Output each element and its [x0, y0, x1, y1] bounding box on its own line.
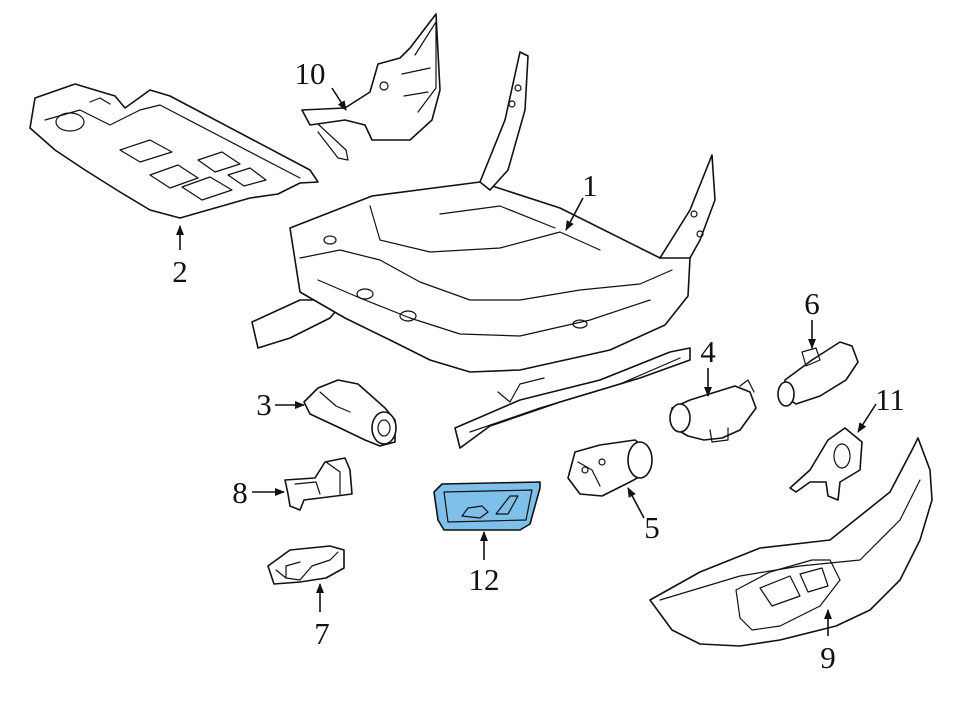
callout-8: 8: [232, 475, 248, 510]
callout-1: 1: [582, 168, 598, 203]
part-9-side-trim[interactable]: [649, 437, 933, 647]
callout-7: 7: [314, 616, 330, 651]
callout-labels: 1 2 3 4 5 6 7 8 9 10 11 12: [172, 56, 905, 675]
callout-4: 4: [700, 334, 716, 369]
callout-9: 9: [820, 640, 836, 675]
leader-11: [857, 403, 877, 433]
callout-2: 2: [172, 254, 188, 289]
leader-10: [331, 87, 347, 111]
callout-6: 6: [804, 286, 820, 321]
callout-10: 10: [295, 56, 326, 91]
leader-5: [627, 487, 645, 519]
part-4-motor[interactable]: [669, 379, 757, 443]
part-11-bracket[interactable]: [789, 427, 863, 501]
part-2-seat-pan[interactable]: [29, 83, 319, 219]
part-12-switch[interactable]: [433, 481, 541, 531]
callout-11: 11: [875, 382, 905, 417]
leader-1: [565, 197, 584, 231]
part-7-clip[interactable]: [267, 545, 345, 585]
part-1-seat-frame[interactable]: [251, 51, 716, 449]
callout-3: 3: [256, 387, 272, 422]
callout-12: 12: [469, 562, 500, 597]
leader-lines: [176, 87, 877, 636]
callout-5: 5: [644, 510, 660, 545]
part-3-motor[interactable]: [303, 379, 397, 447]
part-10-bracket[interactable]: [301, 13, 441, 161]
part-6-motor[interactable]: [777, 341, 859, 407]
part-12-fill: [433, 481, 541, 531]
part-8-bracket[interactable]: [284, 457, 353, 511]
part-5-motor[interactable]: [567, 439, 653, 497]
